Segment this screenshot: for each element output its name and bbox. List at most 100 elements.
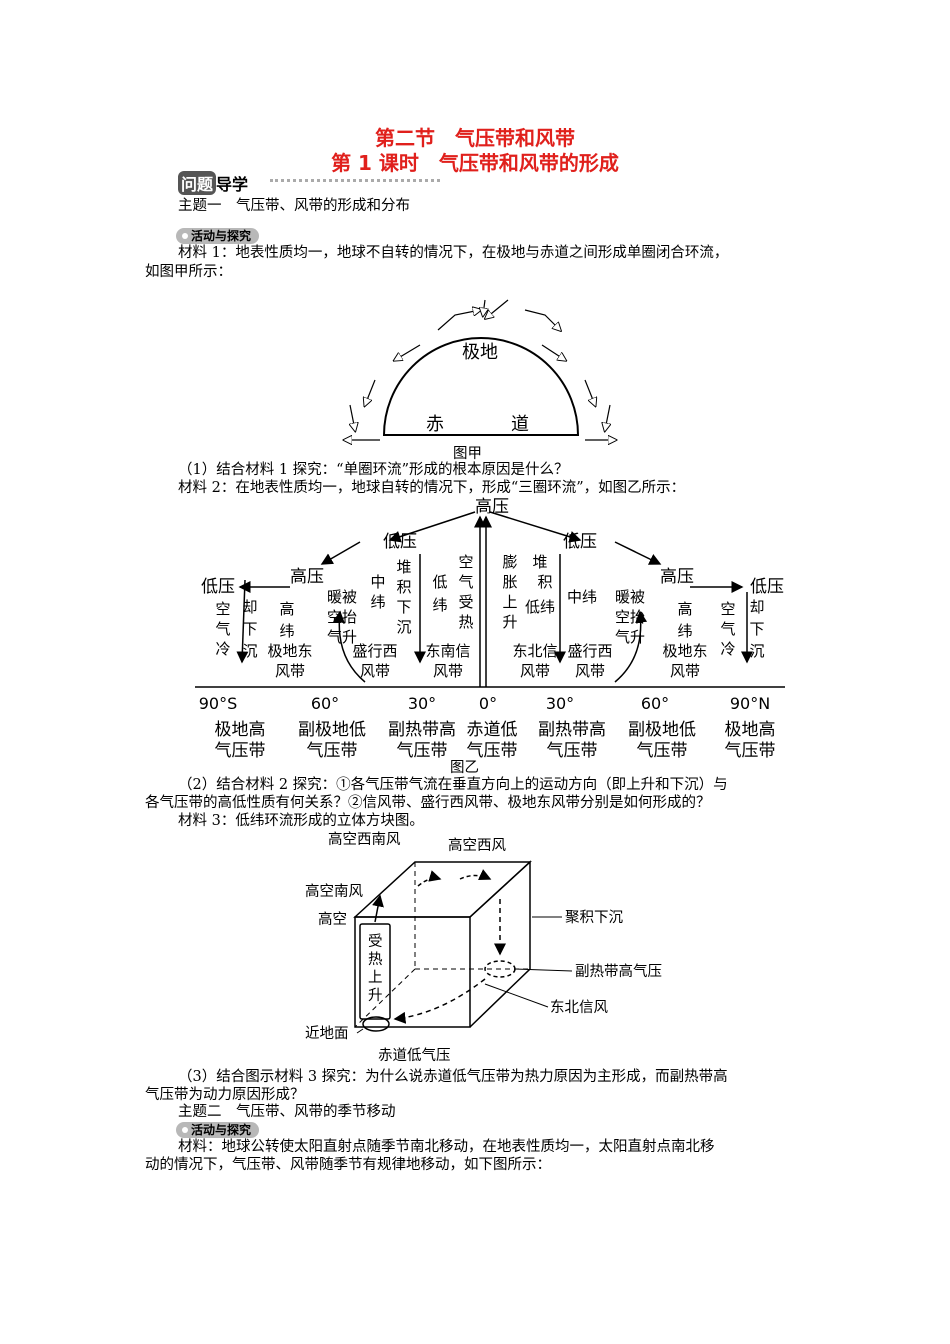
yi-ne-trade: 东北信 (512, 642, 557, 660)
topic2-heading: 主题二 气压带、风带的季节移动 (178, 1103, 396, 1122)
yi-warm-left: 暖被 (327, 588, 357, 606)
yi-text-wei-right: 纬 (677, 622, 692, 640)
material1-line1: 材料 1：地表性质均一，地球不自转的情况下，在极地与赤道之间形成单圈闭合环流， (178, 244, 728, 263)
activity-label-2: 活动与探究 (191, 1123, 251, 1137)
lat-30s: 30° (408, 694, 436, 713)
cube-subtropical-high: 副热带高气压 (575, 963, 662, 980)
lat-60s: 60° (311, 694, 339, 713)
topic2-material-line1: 材料：地球公转使太阳直射点随季节南北移动，在地表性质均一，太阳直射点南北移 (178, 1138, 715, 1157)
yi-low-left: 低压 (383, 532, 417, 552)
yi-polar-low-left: 低压 (201, 577, 235, 597)
lat-60n: 60° (641, 694, 669, 713)
yi-text-chen2-left: 沉 (396, 618, 411, 636)
yi-text-chen-right: 沉 (749, 642, 764, 660)
question3-line1: （3）结合图示材料 3 探究：为什么说赤道低气压带为热力原因为主形成，而副热带高 (178, 1068, 728, 1087)
yi-text-wei-left: 纬 (279, 622, 294, 640)
yi-text-di-left: 低 (432, 573, 447, 591)
cube-ne-trade: 东北信风 (550, 999, 608, 1016)
label-equator-a: 赤 (426, 414, 444, 435)
yi-text-kong-right: 空 (720, 600, 735, 618)
yi-text-shou-mid: 受 (458, 593, 473, 611)
figure-cube: 高空西南风 高空西风 高空南风 高空 受 热 上 升 聚积下沉 副热带高气压 东… (300, 824, 680, 1069)
yi-polar-east-left: 极地东 (267, 642, 312, 660)
topic1-heading: 主题一 气压带、风带的形成和分布 (178, 197, 410, 216)
yi-text-kong-mid: 空 (458, 553, 473, 571)
yi-westerly-left: 盛行西 (352, 642, 397, 660)
yi-warm-right: 暖被 (615, 588, 645, 606)
topic2-material-line2: 动的情况下，气压带、风带随季节有规律地移动，如下图所示： (145, 1156, 551, 1175)
belt-2-b: 气压带 (307, 741, 358, 761)
yi-text-zhong-left: 中 (370, 573, 385, 591)
belt-1-b: 气压带 (215, 741, 266, 761)
label-pole: 极地 (462, 342, 498, 363)
lat-0: 0° (479, 694, 497, 713)
yi-text-que-right: 却 (749, 598, 764, 616)
lat-90n: 90°N (730, 694, 770, 713)
belt-6-b: 气压带 (637, 741, 688, 761)
yi-text-gao-left: 高 (279, 600, 294, 618)
yi-westerly-right: 盛行西 (567, 642, 612, 660)
yi-text-que-left: 却 (242, 598, 257, 616)
badge-dot-icon (182, 233, 188, 239)
belt-2-a: 副极地低 (298, 720, 366, 740)
cube-upper-s: 高空南风 (305, 883, 363, 900)
question1: （1）结合材料 1 探究：“单圈环流”形成的根本原因是什么？ (178, 461, 569, 480)
belt-7-b: 气压带 (725, 741, 776, 761)
yi-text-cold-left: 冷 (215, 640, 230, 658)
figure-jia: 极地 赤 道 (320, 290, 640, 450)
belt-3-b: 气压带 (397, 741, 448, 761)
cube-upper-w: 高空西风 (448, 837, 506, 854)
cube-rise-1: 受 (368, 933, 383, 950)
belt-6-a: 副极地低 (628, 720, 696, 740)
dotted-divider (270, 179, 440, 182)
yi-text-xia-left: 下 (242, 620, 257, 638)
yi-text-dui-left: 堆 (396, 558, 411, 576)
yi-text-zhang: 胀 (502, 573, 517, 591)
figure-yi: 高压 低压 低压 高压 高压 低压 低压 空 气 冷 却 下 沉 高 纬 极地东 (190, 492, 795, 767)
yi-polar-low-right: 低压 (750, 577, 784, 597)
yi-text-wei3-left: 纬 (432, 596, 447, 614)
question2-line2: 各气压带的高低性质有何关系？②信风带、盛行西风带、极地东风带分别是如何形成的？ (145, 794, 711, 813)
lat-30n: 30° (546, 694, 574, 713)
belt-4-a: 赤道低 (467, 720, 518, 740)
yi-text-ji-right: 积 (537, 573, 552, 591)
activity-label: 活动与探究 (191, 229, 251, 243)
yi-high-right: 高压 (660, 567, 694, 587)
yi-polar-east-right: 极地东 (662, 642, 707, 660)
belt-5-b: 气压带 (547, 741, 598, 761)
yi-lift-right: 空抬 (615, 608, 645, 626)
yi-wind-belt-4: 风带 (520, 662, 550, 680)
yi-rise-right: 气升 (615, 628, 645, 646)
guide-label-box: 问题 (178, 171, 216, 195)
guide-label-text: 导学 (216, 175, 248, 194)
yi-mid-lat-right: 中纬 (567, 588, 597, 606)
yi-lift-left: 空抬 (327, 608, 357, 626)
activity-badge-2: 活动与探究 (176, 1122, 259, 1138)
yi-top-high: 高压 (475, 497, 509, 517)
badge-dot-icon-2 (182, 1127, 188, 1133)
yi-text-chen-left: 沉 (242, 642, 257, 660)
yi-wind-belt-6: 风带 (670, 662, 700, 680)
activity-badge-1: 活动与探究 (176, 228, 259, 244)
yi-text-gas-left: 气 (215, 620, 230, 638)
question2-line1: （2）结合材料 2 探究：①各气压带气流在垂直方向上的运动方向（即上升和下沉）与 (178, 776, 728, 795)
belt-5-a: 副热带高 (538, 720, 606, 740)
yi-high-left: 高压 (290, 567, 324, 587)
belt-4-b: 气压带 (467, 741, 518, 761)
yi-text-gao-right: 高 (677, 600, 692, 618)
belt-7-a: 极地高 (725, 720, 776, 740)
yi-text-xia3-right: 下 (749, 620, 764, 638)
yi-text-qi-right: 气 (720, 620, 735, 638)
yi-text-ji-left: 积 (396, 578, 411, 596)
yi-text-qi-mid: 气 (458, 573, 473, 591)
cube-surface: 近地面 (305, 1025, 349, 1042)
yi-low-right: 低压 (563, 532, 597, 552)
cube-converge-sink: 聚积下沉 (565, 909, 623, 926)
cube-rise-2: 热 (368, 951, 383, 968)
yi-wind-belt-5: 风带 (575, 662, 605, 680)
cube-upper: 高空 (318, 911, 347, 928)
yi-wind-belt-1: 风带 (275, 662, 305, 680)
yi-text-peng: 膨 (502, 553, 517, 571)
belt-1-a: 极地高 (215, 720, 266, 740)
yi-text-re-mid: 热 (458, 613, 473, 631)
